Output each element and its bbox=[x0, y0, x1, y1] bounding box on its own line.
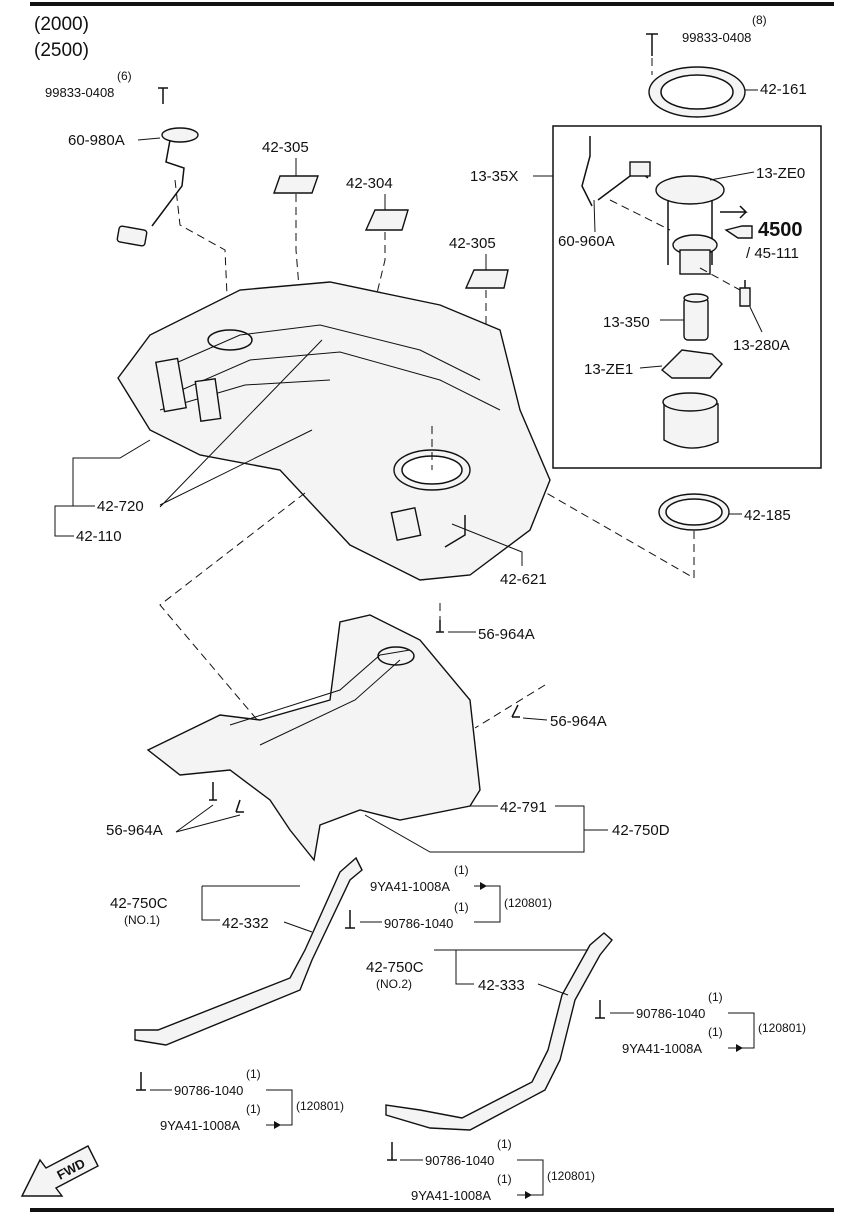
bolt-right-label: 56-964A bbox=[550, 713, 607, 730]
strap-left-label: 42-332 bbox=[222, 915, 269, 932]
insulator-locator-line bbox=[159, 492, 306, 736]
pad-42-305-left[interactable] bbox=[273, 175, 319, 301]
tank-band-label: 42-720 bbox=[97, 498, 144, 515]
pump-motor-label: 13-350 bbox=[603, 314, 650, 331]
pump-cover-13-ze0[interactable] bbox=[609, 175, 741, 291]
pump-bracket-label: 13-ZE1 bbox=[584, 361, 633, 378]
bolt-lr-part1[interactable]: 90786-1040 bbox=[425, 1153, 494, 1168]
pump-assembly-label: 13-35X bbox=[470, 168, 518, 185]
pad-right-label: 42-305 bbox=[449, 235, 496, 252]
fwd-arrow-icon: FWD bbox=[20, 1145, 99, 1197]
bolt-left-label: 56-964A bbox=[106, 822, 163, 839]
pump-sender-label: 60-960A bbox=[558, 233, 615, 250]
insulator-42-791[interactable] bbox=[146, 614, 481, 862]
bolt-lr-qty2: (1) bbox=[497, 1172, 512, 1186]
pump-bracket-13-ze1[interactable] bbox=[660, 349, 723, 379]
strap-42-333[interactable] bbox=[385, 932, 613, 1131]
strap-right-bolt[interactable] bbox=[595, 1000, 605, 1019]
bolt-56-964a-left[interactable] bbox=[209, 782, 244, 813]
bolt-56-964a-upper[interactable] bbox=[436, 603, 444, 633]
strap-right-no-label: (NO.2) bbox=[376, 977, 412, 991]
pump-module-box bbox=[552, 125, 822, 469]
pump-cover-label: 13-ZE0 bbox=[756, 165, 805, 182]
strap-right-part2[interactable]: 9YA41-1008A bbox=[622, 1041, 702, 1056]
retainer-plate-label: 42-161 bbox=[760, 81, 807, 98]
bolt-ll-part2[interactable]: 9YA41-1008A bbox=[160, 1118, 240, 1133]
strap-left-part1[interactable]: 9YA41-1008A bbox=[370, 879, 450, 894]
strap-left-assy-label: 42-750C bbox=[110, 895, 168, 912]
bolt-ll-qty1: (1) bbox=[246, 1067, 261, 1081]
bolt-lr-date: (120801) bbox=[547, 1169, 595, 1183]
pad-mid-label: 42-304 bbox=[346, 175, 393, 192]
screw-qty-label: (6) bbox=[117, 69, 132, 83]
strap-right-part1[interactable]: 90786-1040 bbox=[636, 1006, 705, 1021]
strap-right-label: 42-333 bbox=[478, 977, 525, 994]
bolt-56-964a-right[interactable] bbox=[474, 684, 546, 729]
bolt-lr-part2[interactable]: 9YA41-1008A bbox=[411, 1188, 491, 1203]
lower-left-bolt[interactable] bbox=[136, 1072, 146, 1091]
arrow-ref-icon bbox=[720, 205, 753, 239]
screw-part-label: 99833-0408 bbox=[45, 85, 114, 100]
vent-valve-label: 42-621 bbox=[500, 571, 547, 588]
strap-right-qty1: (1) bbox=[708, 990, 723, 1004]
top-screw-part: 99833-0408 bbox=[682, 30, 751, 45]
insulator-assy-label: 42-750D bbox=[612, 822, 670, 839]
lower-right-bolt[interactable] bbox=[387, 1142, 397, 1161]
strap-left-part2[interactable]: 90786-1040 bbox=[384, 916, 453, 931]
insulator-label: 42-791 bbox=[500, 799, 547, 816]
strap-left-no-label: (NO.1) bbox=[124, 913, 160, 927]
pump-ref-sub[interactable]: / 45-111 bbox=[746, 245, 799, 262]
regulator-13-280a[interactable] bbox=[739, 280, 751, 307]
strap-right-assy-label: 42-750C bbox=[366, 959, 424, 976]
strap-left-qty1: (1) bbox=[454, 863, 469, 877]
model-year-2500: (2500) bbox=[34, 40, 89, 61]
retainer-plate-42-161[interactable] bbox=[648, 66, 746, 118]
pump-motor-13-350[interactable] bbox=[683, 293, 709, 341]
gasket-label: 42-185 bbox=[744, 507, 791, 524]
fuel-tank-42-110[interactable] bbox=[117, 281, 551, 581]
top-screw-qty: (8) bbox=[752, 13, 767, 27]
bolt-upper-label: 56-964A bbox=[478, 626, 535, 643]
pump-ref-big[interactable]: 4500 bbox=[758, 219, 803, 241]
pump-sender-60-960a[interactable] bbox=[581, 136, 651, 207]
sender-unit-label: 60-980A bbox=[68, 132, 125, 149]
strap-left-qty2: (1) bbox=[454, 900, 469, 914]
regulator-label: 13-280A bbox=[733, 337, 790, 354]
model-year-2000: (2000) bbox=[34, 14, 89, 35]
bolt-lr-qty1: (1) bbox=[497, 1137, 512, 1151]
gasket-42-185[interactable] bbox=[429, 425, 730, 579]
pad-left-label: 42-305 bbox=[262, 139, 309, 156]
tank-label: 42-110 bbox=[76, 528, 122, 545]
sender-unit-60-980a[interactable] bbox=[116, 87, 229, 319]
strap-right-qty2: (1) bbox=[708, 1025, 723, 1039]
strap-42-332[interactable] bbox=[134, 856, 363, 1046]
strap-right-date: (120801) bbox=[758, 1021, 806, 1035]
retainer-screw[interactable] bbox=[646, 33, 658, 75]
bolt-ll-part1[interactable]: 90786-1040 bbox=[174, 1083, 243, 1098]
bolt-ll-date: (120801) bbox=[296, 1099, 344, 1113]
pump-reservoir[interactable] bbox=[662, 392, 719, 449]
bolt-ll-qty2: (1) bbox=[246, 1102, 261, 1116]
strap-left-date: (120801) bbox=[504, 896, 552, 910]
strap-left-bolt[interactable] bbox=[345, 910, 355, 929]
